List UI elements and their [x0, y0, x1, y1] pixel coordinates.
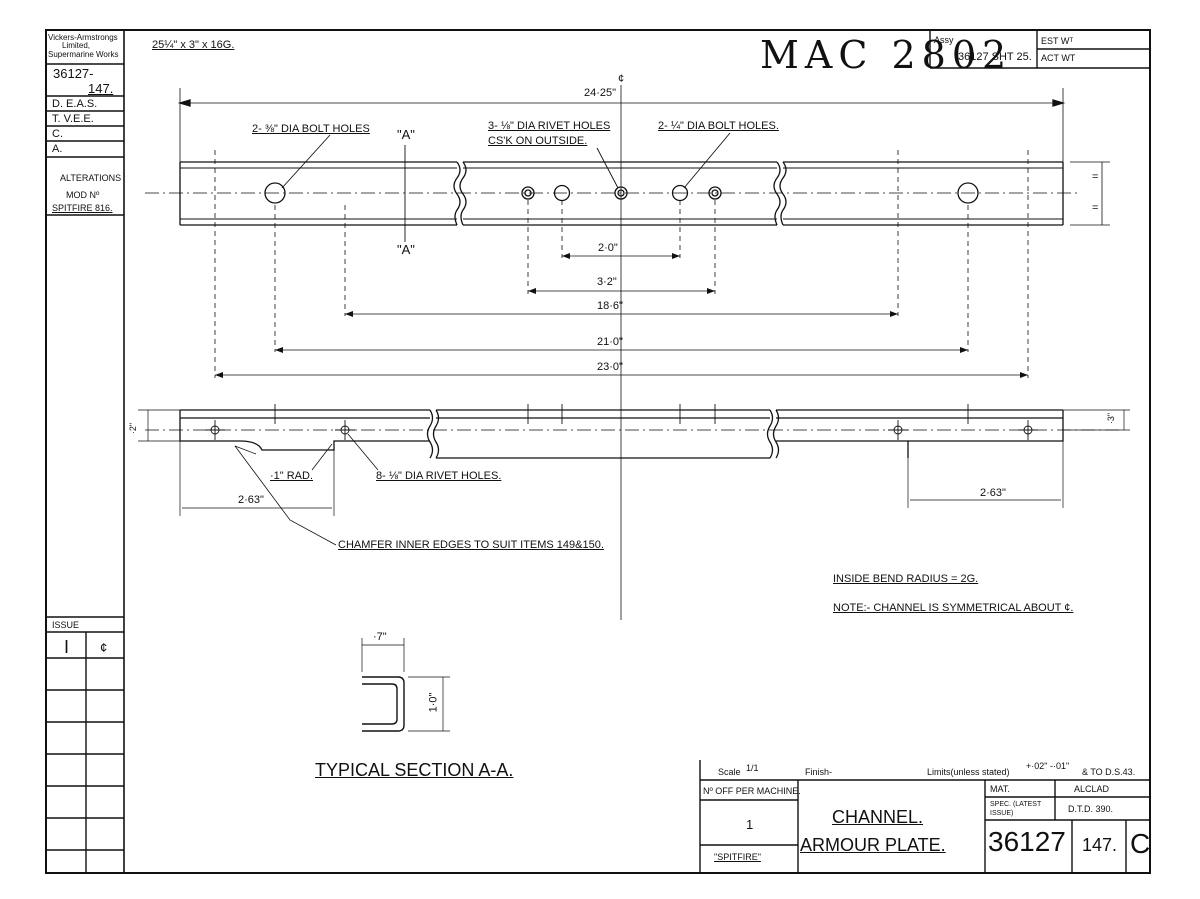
aircraft-name: "SPITFIRE" — [714, 852, 761, 862]
mat-value: ALCLAD — [1074, 784, 1110, 794]
maker-line-1: Vickers-Armstrongs — [48, 33, 118, 42]
limits-ref: & TO D.S.43. — [1082, 767, 1136, 777]
note-symmetry: NOTE:- CHANNEL IS SYMMETRICAL ABOUT ¢. — [833, 602, 1074, 614]
finish-label: Finish- — [805, 767, 833, 777]
mat-label: MAT. — [990, 784, 1010, 794]
dim-right-263: 2·63" — [980, 487, 1006, 499]
stock-size: 25¼" x 3" x 16G. — [152, 39, 235, 51]
width-mark-1: = — [1092, 171, 1099, 183]
dim-23-0: 23·0" — [597, 361, 623, 373]
plan-view-linework — [145, 85, 1110, 620]
section-title: TYPICAL SECTION A-A. — [315, 760, 514, 780]
issue-label: ISSUE — [52, 620, 80, 630]
signoff-c: C. — [52, 128, 63, 140]
dim-left-height: ·2" — [128, 422, 139, 435]
signoff-a: A. — [52, 143, 63, 155]
section-mark-bottom: "A" — [397, 242, 415, 257]
side-view-linework — [138, 404, 1130, 546]
no-off-value: 1 — [746, 817, 754, 832]
mod-label: MOD Nº — [66, 190, 100, 200]
revision-letter: C — [1130, 828, 1151, 859]
section-aa-linework — [361, 638, 450, 732]
title-line-2: ARMOUR PLATE. — [800, 835, 946, 855]
dim-3-2: 3·2" — [597, 276, 617, 288]
alterations-label: ALTERATIONS — [60, 173, 122, 183]
spec-value: D.T.D. 390. — [1068, 804, 1114, 814]
est-wt-label: EST Wᵀ — [1041, 36, 1074, 46]
note-rad: ·1" RAD. — [270, 470, 314, 482]
scale-value: 1/1 — [746, 763, 759, 773]
spec-label: SPEC. (LATEST ISSUE) — [990, 801, 1042, 817]
assy-value: 36127 SHT 25. — [958, 51, 1032, 63]
assy-label: Assy — [934, 35, 954, 45]
title-line-1: CHANNEL. — [832, 807, 924, 827]
section-dim-width: ·7" — [373, 631, 387, 643]
dim-21-0: 21·0" — [597, 336, 623, 348]
limits-label: Limits(unless stated) — [927, 767, 1010, 777]
centre-mark: ¢ — [618, 73, 625, 85]
width-mark-2: = — [1092, 202, 1099, 214]
overall-length: 24·25" — [584, 87, 617, 99]
sidebar-part-no-2: 147. — [88, 81, 114, 96]
item-number: 147. — [1082, 835, 1118, 855]
no-off-label: Nº OFF PER MACHINE. — [703, 786, 801, 796]
handwritten-ref: MAC 2802 — [760, 33, 1013, 77]
dim-left-263: 2·63" — [238, 494, 264, 506]
issue-mark: ¢ — [100, 640, 108, 655]
dim-right-height: ·3" — [1106, 412, 1117, 425]
issue-number: I — [64, 637, 70, 657]
note-rivet-holes: 3- ⅛" DIA RIVET HOLES — [488, 120, 611, 132]
signoff-deas: D. E.A.S. — [52, 98, 98, 110]
note-chamfer: CHAMFER INNER EDGES TO SUIT ITEMS 149&15… — [338, 539, 604, 551]
scale-label: Scale — [718, 767, 741, 777]
maker-line-2: Limited, — [62, 41, 91, 50]
note-bend-radius: INSIDE BEND RADIUS = 2G. — [833, 573, 979, 585]
note-rivet-csk: CS'K ON OUTSIDE. — [488, 135, 588, 147]
mod-value: SPITFIRE 816. — [52, 203, 113, 213]
section-mark-top: "A" — [397, 127, 415, 142]
limits-value: +·02" -·01" — [1026, 761, 1070, 771]
note-bolt-holes-left: 2- ⅜" DIA BOLT HOLES — [252, 123, 370, 135]
note-bolt-holes-right: 2- ¼" DIA BOLT HOLES. — [658, 120, 779, 132]
signoff-tvee: T. V.E.E. — [52, 113, 94, 125]
drawing-number: 36127 — [988, 826, 1066, 857]
act-wt-label: ACT WT — [1041, 53, 1076, 63]
dim-18-6: 18·6" — [597, 300, 623, 312]
sidebar-part-no-1: 36127- — [53, 66, 94, 81]
section-dim-height: 1·0" — [427, 692, 440, 713]
maker-line-3: Supermarine Works — [48, 50, 119, 59]
note-side-rivet-holes: 8- ⅛" DIA RIVET HOLES. — [376, 470, 502, 482]
dim-2-0: 2·0" — [598, 242, 618, 254]
